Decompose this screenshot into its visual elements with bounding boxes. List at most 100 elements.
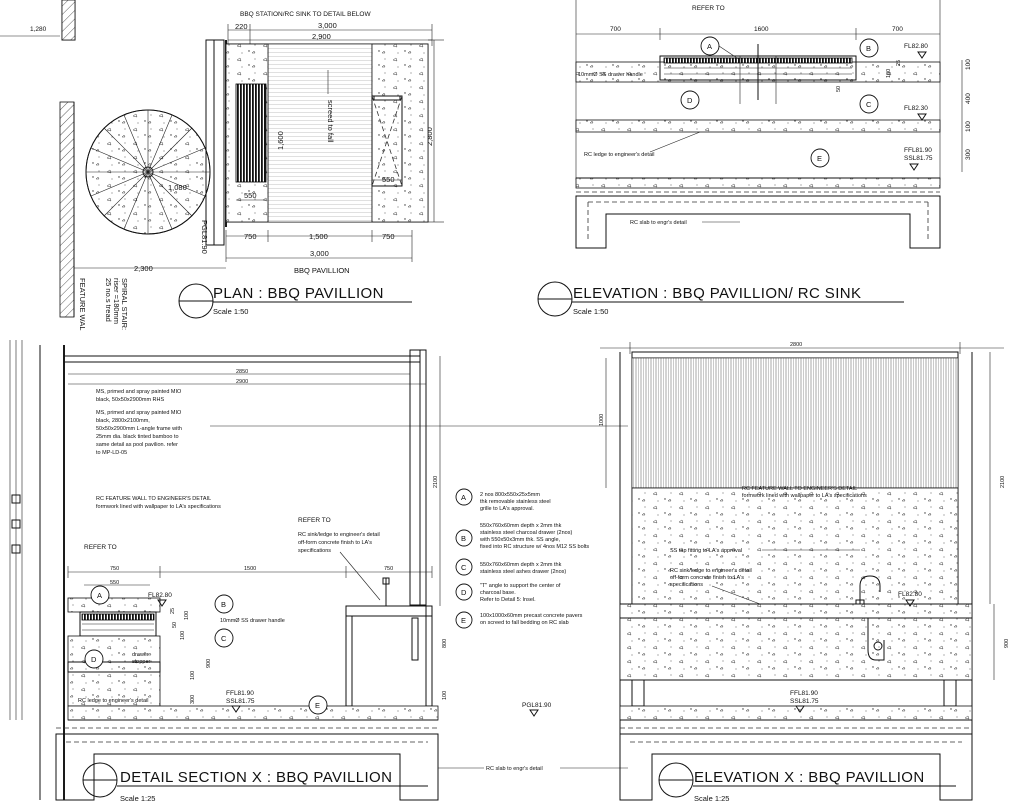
plan-stair-line-3: 25 no.s tread <box>104 278 113 322</box>
sec-note2-l3: 50x50x2900mm L-angle frame with <box>96 426 182 432</box>
sec-tag-d: D <box>91 655 97 664</box>
elev-tag-e: E <box>817 154 822 163</box>
legend-e-l2: on screed to fall bedding on RC slab <box>480 620 569 626</box>
sec-note4-l2: off-form concrete finish to LA's <box>298 540 372 546</box>
sec-note2-l5: same detail as pool pavilion. refer <box>96 442 178 448</box>
ex-note3-l3: specifications <box>670 582 703 588</box>
plan-charcoal-grille <box>235 83 267 183</box>
sec-note2-l4: 25mm dia. black tinted bamboo to <box>96 434 179 440</box>
ex-dim-900: 900 <box>1004 639 1010 648</box>
plan-dim-3000-bottom: 3,000 <box>310 249 329 258</box>
plan-feature-wall: FEATURE WAL <box>78 278 87 331</box>
ex-ffl: FFL81.90 <box>790 690 818 697</box>
elev-ssl: SSL81.75 <box>904 155 933 162</box>
plan-panel: BBQ STATION/RC SINK TO DETAIL BELOW 1,28… <box>0 0 444 331</box>
sec-dim-2100: 2100 <box>433 476 439 488</box>
ex-fl: FL82.80 <box>898 591 922 598</box>
plan-dim-1080: 1,080 <box>168 183 187 192</box>
sec-stopper-2: stopper <box>132 659 151 665</box>
legend: A 2 nos 800x550x25x5mm thk removable sta… <box>455 488 589 629</box>
legend-item-d: D "T" angle to support the center of cha… <box>455 583 561 603</box>
elev-refer: REFER TO <box>692 5 725 12</box>
ex-note3-l2: off-form concrete finish to LA's <box>670 575 744 581</box>
legend-d-l3: Refer to Detail 5: lnsel. <box>480 597 536 603</box>
plan-dim-550-right: 550 <box>382 175 395 184</box>
elevation-sink-panel: REFER TO 700 1600 700 100 400 100 300 25… <box>537 0 972 317</box>
legend-b-l4: fixed into RC structure w/ 4nos M12 SS b… <box>480 544 589 550</box>
plan-dim-550-left: 550 <box>244 191 257 200</box>
sec-note1-l1: MS, primed and spray painted MIO <box>96 389 182 395</box>
legend-key-e: E <box>461 616 466 625</box>
elev-dim-700-right: 700 <box>892 26 903 33</box>
legend-d-l1: "T" angle to support the center of <box>480 583 561 589</box>
sec-ffl: FFL81.90 <box>226 690 254 697</box>
ex-note1-l1: RC FEATURE WALL TO ENGINEER'S DETAIL <box>742 486 857 492</box>
sec-dim-25: 25 <box>170 608 176 614</box>
sec-dim-2900: 2900 <box>236 379 248 385</box>
elev-tag-c: C <box>866 100 872 109</box>
ex-dim-2800: 2800 <box>790 342 802 348</box>
plan-screed: screed to fall <box>326 100 335 143</box>
sec-dim-750-r: 750 <box>384 566 393 572</box>
ex-note3-l1: RC sink/ledge to engineer's detail <box>670 568 752 574</box>
elev-handle: 10mmØ SS drawer handle <box>578 72 643 78</box>
legend-key-a: A <box>461 493 466 502</box>
sec-dim-300: 300 <box>190 695 196 704</box>
sec-stopper-1: drawer <box>132 652 149 658</box>
legend-b-l1: 550x760x60mm depth x 2mm thk <box>480 523 562 529</box>
legend-c-l2: stainless steel ashes drawer (2nos) <box>480 569 566 575</box>
plan-dim-2300: 2,300 <box>134 264 153 273</box>
legend-key-c: C <box>461 563 467 572</box>
ex-note2: SS tap fitting to LA's approval <box>670 548 742 554</box>
plan-dim-3000-top: 3,000 <box>318 21 337 30</box>
legend-c-l1: 550x760x60mm depth x 2mm thk <box>480 562 562 568</box>
spiral-stair: 1,080 <box>85 109 211 235</box>
sec-slab: RC slab to engr's detail <box>486 766 543 772</box>
elev-slab: RC slab to engr's detail <box>630 220 687 226</box>
plan-dim-1600: 1,600 <box>276 131 285 150</box>
elev-tag-a: A <box>707 42 712 51</box>
legend-key-d: D <box>461 588 467 597</box>
sec-pgl: PGL81.90 <box>522 702 552 709</box>
sec-handle: 10mmØ SS drawer handle <box>220 618 285 624</box>
sec-tag-c: C <box>221 634 227 643</box>
sec-note3-l2: formwork lined with wallpaper to LA's sp… <box>96 504 221 510</box>
elev-ledge: RC ledge to engineer's detail <box>584 152 654 158</box>
legend-key-b: B <box>461 534 466 543</box>
legend-item-b: B 550x760x60mm depth x 2mm thk stainless… <box>455 523 589 550</box>
plan-title: PLAN : BBQ PAVILLION <box>213 285 384 302</box>
sec-dim-550: 550 <box>110 580 119 586</box>
sec-ssl: SSL81.75 <box>226 698 255 705</box>
elev-dim-50: 50 <box>836 86 842 92</box>
elev-dim-700-left: 700 <box>610 26 621 33</box>
sec-dim-100: 100 <box>184 611 190 620</box>
ex-note1-l2: formwork lined with wallpaper to LA's sp… <box>742 493 867 499</box>
legend-e-l1: 100x1000x60mm precast concrete pavers <box>480 613 583 619</box>
sec-scale: Scale 1:25 <box>120 794 155 803</box>
sec-dim-100d: 100 <box>442 691 448 700</box>
elev-fl2: FL82.30 <box>904 105 928 112</box>
ex-title: ELEVATION X : BBQ PAVILLION <box>694 769 925 786</box>
sec-refer-2: REFER TO <box>298 517 331 524</box>
elev-tag-d: D <box>687 96 693 105</box>
legend-item-a: A 2 nos 800x550x25x5mm thk removable sta… <box>455 488 551 512</box>
section-x-panel: 2850 2900 2100 MS, primed and spray pain… <box>9 340 628 803</box>
plan-dim-1500: 1,500 <box>309 232 328 241</box>
legend-b-l2: stainless steel charcoal drawer (2nos) <box>480 530 572 536</box>
sec-title: DETAIL SECTION X : BBQ PAVILLION <box>120 769 392 786</box>
elev-dim-100-a: 100 <box>965 59 972 70</box>
ex-scale: Scale 1:25 <box>694 794 729 803</box>
bamboo-screen <box>631 357 959 489</box>
ex-dim-1000: 1000 <box>599 414 605 426</box>
legend-item-c: C 550x760x60mm depth x 2mm thk stainless… <box>455 558 566 576</box>
sec-tag-a: A <box>97 591 102 600</box>
sec-note2-l6: to MP-LD-05 <box>96 450 127 456</box>
elev-dim-300: 300 <box>965 149 972 160</box>
plan-dim-750-right: 750 <box>382 232 395 241</box>
elev-title: ELEVATION : BBQ PAVILLION/ RC SINK <box>573 285 861 302</box>
legend-a-l3: grille to LA's approval. <box>480 506 534 512</box>
plan-dim-750-left: 750 <box>244 232 257 241</box>
elev-dim-25: 25 <box>896 60 902 66</box>
elev-dim-400: 400 <box>965 93 972 104</box>
